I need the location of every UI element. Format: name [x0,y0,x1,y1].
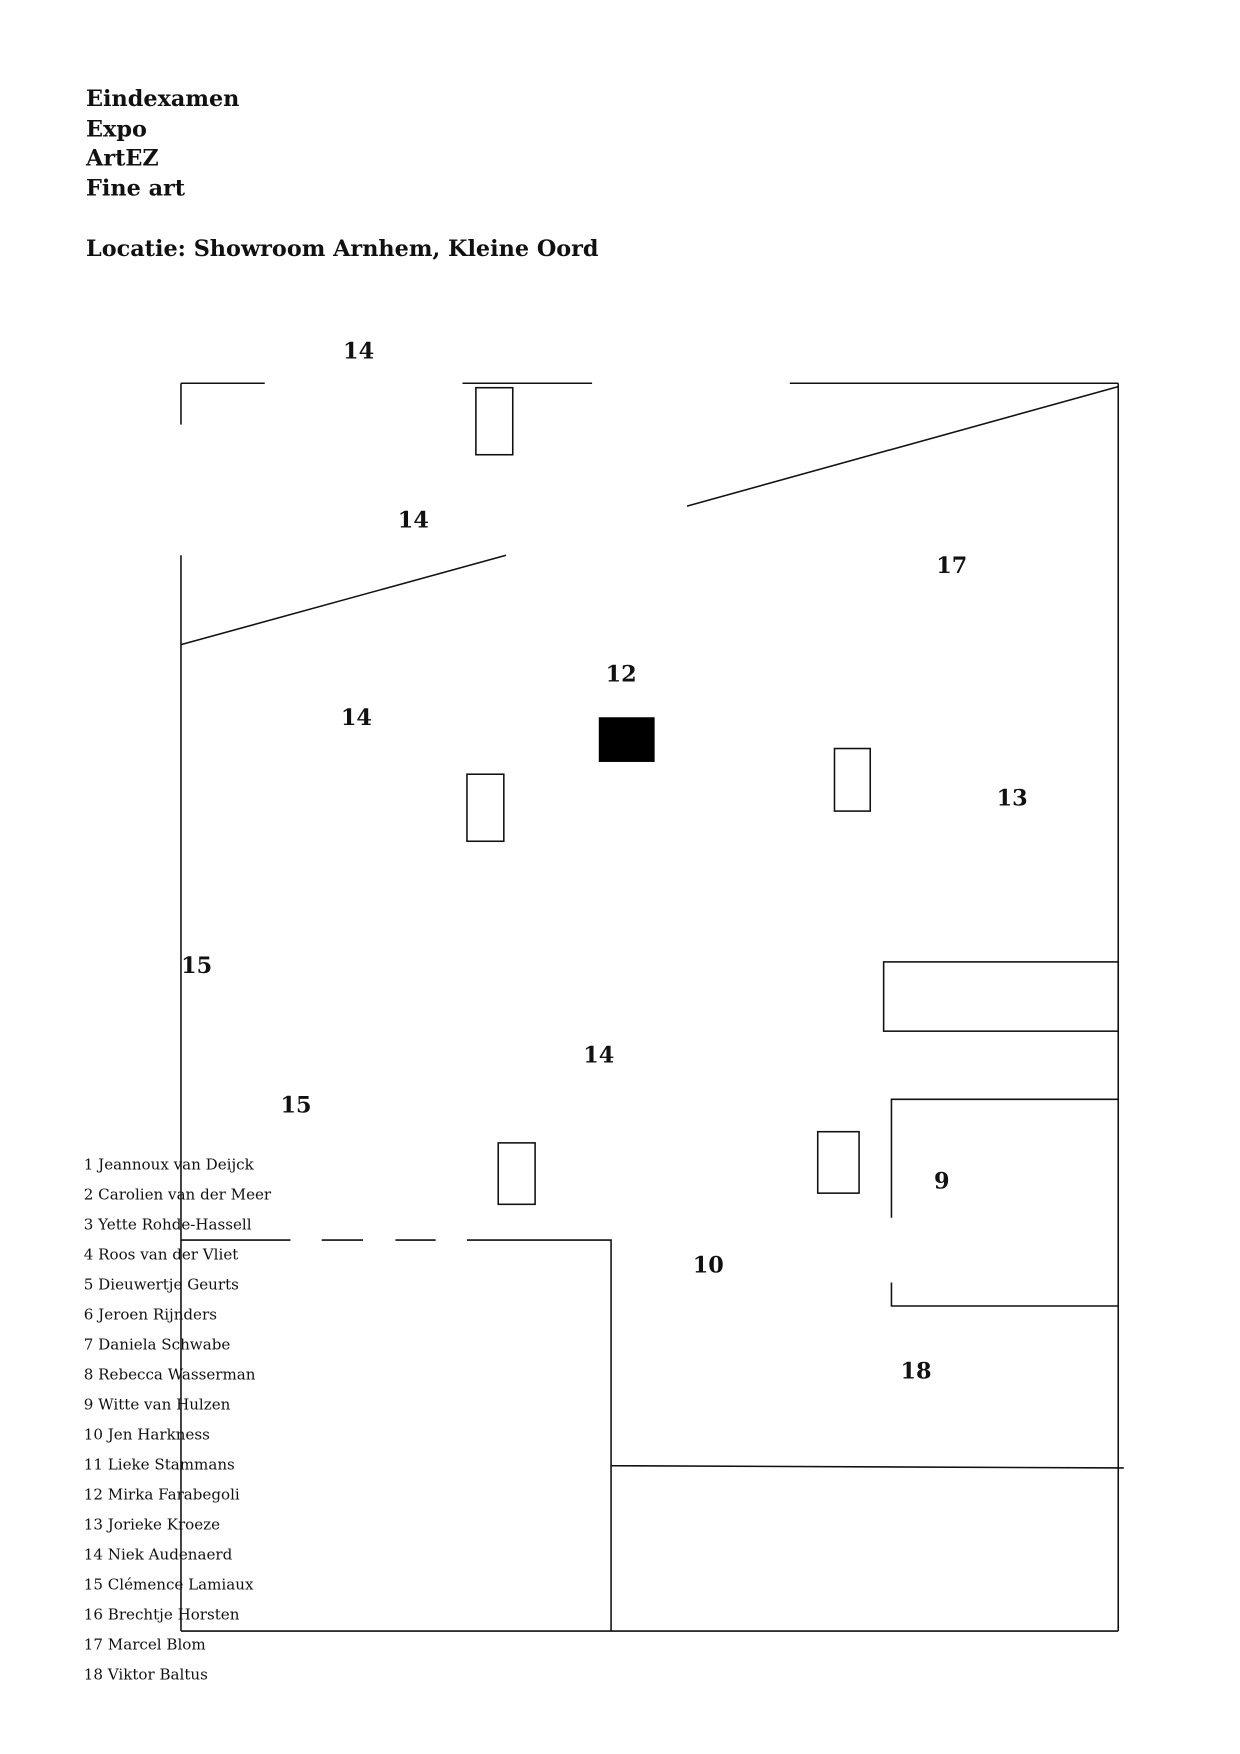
legend-item: 18 Viktor Baltus [84,1666,208,1684]
legend-item: 2 Carolien van der Meer [84,1186,272,1204]
title-line-1: Eindexamen [86,86,239,112]
legend-item: 10 Jen Harkness [84,1426,210,1444]
area-label: 13 [997,786,1028,812]
floorplan-walls [180,382,1124,1632]
area-labels: 14 14 17 12 14 13 15 14 15 9 10 18 [181,339,1028,1385]
legend-item: 16 Brechtje Horsten [84,1606,240,1624]
legend-item: 14 Niek Audenaerd [84,1546,233,1564]
area-label: 15 [181,953,212,979]
plinth [497,1142,536,1206]
title-line-3: ArtEZ [85,145,159,171]
plinth [466,773,505,843]
plinths [466,386,872,1206]
diagonal-wall-upper [686,385,1119,507]
area-label: 14 [398,507,429,533]
artist-legend: 1 Jeannoux van Deijck 2 Carolien van der … [84,1156,272,1684]
area-label: 10 [693,1252,724,1278]
plinth-black [598,717,655,762]
legend-item: 15 Clémence Lamiaux [84,1576,254,1594]
plinth [816,1130,860,1194]
area-label: 9 [934,1169,950,1195]
legend-item: 8 Rebecca Wasserman [84,1366,256,1384]
legend-item: 7 Daniela Schwabe [84,1336,231,1354]
legend-item: 5 Dieuwertje Geurts [84,1276,239,1294]
room-bottom-left [180,1239,612,1632]
diagonal-wall-lower [180,554,507,646]
legend-item: 17 Marcel Blom [84,1636,206,1654]
area-label: 18 [900,1359,931,1385]
area-label: 14 [343,339,374,365]
header: Eindexamen Expo ArtEZ Fine art Locatie: … [85,86,599,262]
plinth [475,386,514,456]
divider-wall-bottom-right [611,1464,1124,1469]
area-label: 14 [341,705,372,731]
legend-item: 1 Jeannoux van Deijck [84,1156,255,1174]
room-right-middle [882,961,1120,1032]
area-label: 17 [936,553,967,579]
legend-item: 4 Roos van der Vliet [84,1246,239,1264]
area-label: 15 [280,1093,311,1119]
title-line-2: Expo [86,116,147,142]
legend-item: 12 Mirka Farabegoli [84,1486,240,1504]
legend-item: 3 Yette Rohde-Hassell [84,1216,252,1234]
room-9 [890,1098,1119,1307]
location-line: Locatie: Showroom Arnhem, Kleine Oord [86,236,599,262]
legend-item: 13 Jorieke Kroeze [84,1516,220,1534]
plinth [833,747,872,812]
legend-item: 11 Lieke Stammans [84,1456,235,1474]
area-label: 12 [606,662,637,688]
area-label: 14 [583,1042,614,1068]
legend-item: 9 Witte van Hulzen [84,1396,231,1414]
title-line-4: Fine art [86,176,186,202]
legend-item: 6 Jeroen Rijnders [84,1306,217,1324]
